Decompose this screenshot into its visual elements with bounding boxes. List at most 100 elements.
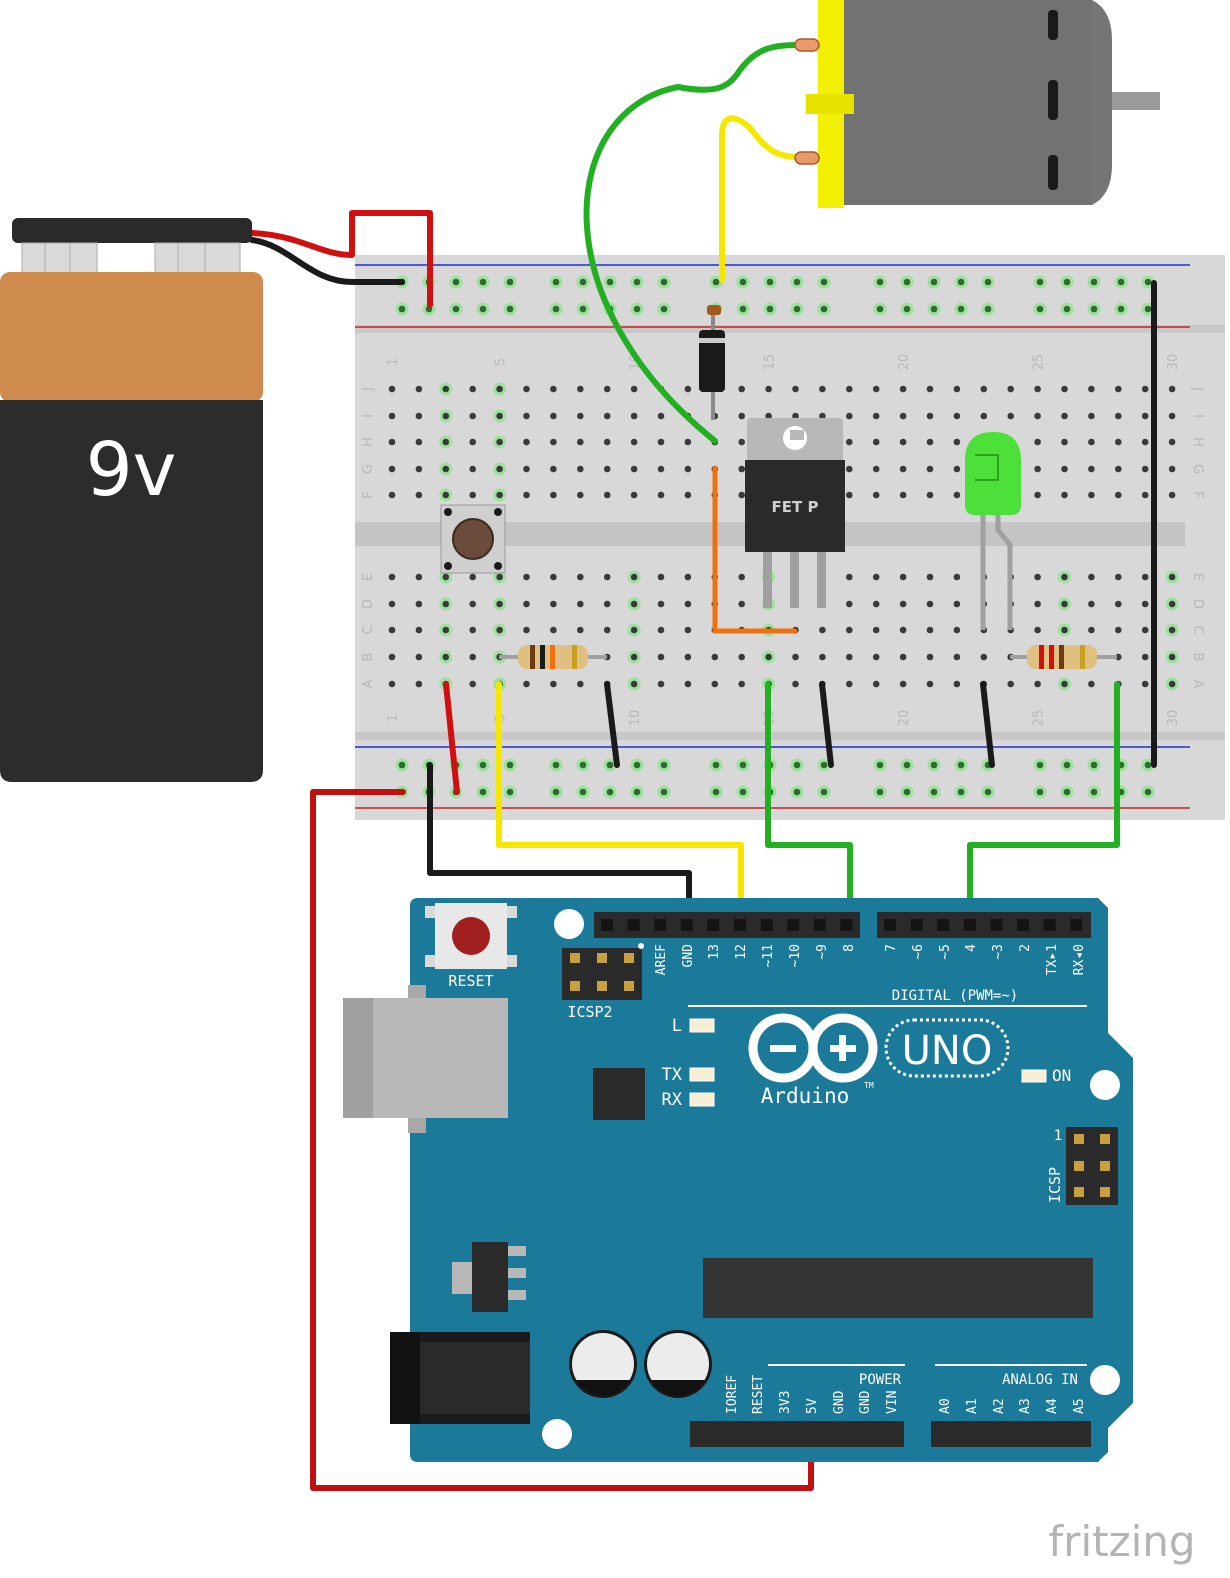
breadboard-hole: [630, 465, 638, 473]
breadboard-hole: [469, 573, 477, 581]
breadboard-hole: [1168, 412, 1176, 420]
breadboard-hole: [926, 680, 934, 688]
breadboard-hole: [872, 385, 880, 393]
breadboard-hole: [872, 600, 880, 608]
breadboard-hole: [926, 653, 934, 661]
breadboard-hole: [899, 653, 907, 661]
icsp-pin: [1100, 1134, 1110, 1144]
breadboard-hole: [603, 600, 611, 608]
led-lens: [965, 432, 1021, 515]
reset-button-cap[interactable]: [452, 917, 490, 955]
icsp-label: ICSP: [1046, 1167, 1064, 1203]
breadboard-hole: [442, 465, 450, 473]
breadboard-hole: [657, 600, 665, 608]
breadboard-hole: [899, 626, 907, 634]
breadboard-hole: [415, 491, 423, 499]
breadboard-hole: [1115, 465, 1122, 473]
arduino-logo: [748, 1013, 878, 1083]
breadboard-hole: [630, 680, 638, 688]
motor-terminal-top: [794, 38, 820, 52]
icsp-pin: [1074, 1161, 1084, 1171]
breadboard-rail-divider-bottom: [355, 732, 1225, 740]
breadboard-hole: [577, 680, 584, 688]
pin-label: ~11: [761, 944, 776, 967]
breadboard-hole: [442, 573, 450, 581]
breadboard-hole: [469, 600, 477, 608]
rail-hole: [903, 305, 911, 313]
header-pin: [680, 919, 693, 931]
breadboard-hole: [926, 600, 934, 608]
breadboard-hole: [1141, 600, 1149, 608]
pin-label: ~3: [991, 944, 1006, 960]
power-label: POWER: [859, 1372, 902, 1388]
breadboard-hole: [1034, 465, 1041, 473]
breadboard-hole: [1168, 438, 1176, 446]
led-label: RX: [662, 1090, 683, 1110]
row-letter-label: F: [361, 491, 376, 498]
analog-header: [931, 1421, 1091, 1447]
mosfet-body: [745, 460, 845, 552]
breadboard-hole: [415, 653, 423, 661]
breadboard-hole: [953, 385, 961, 393]
rail-hole: [660, 278, 668, 286]
arduino-brand: Arduino: [761, 1084, 850, 1108]
breadboard-hole: [577, 438, 584, 446]
header-pin: [734, 919, 746, 931]
rail-hole: [479, 788, 487, 796]
rail-hole: [876, 788, 884, 796]
uno-badge: [884, 1018, 1010, 1078]
breadboard-hole: [550, 465, 557, 473]
wire-black-jumper-3: [980, 681, 995, 768]
breadboard-hole: [926, 438, 934, 446]
breadboard-hole: [442, 600, 450, 608]
rail-hole: [633, 305, 641, 313]
breadboard-hole: [523, 680, 530, 688]
breadboard-hole: [899, 491, 907, 499]
row-letter-label: E: [1190, 573, 1205, 581]
rail-hole: [579, 788, 587, 796]
digital-header-right: [877, 912, 1091, 938]
breadboard-hole: [1088, 680, 1095, 688]
column-number-label: 25: [1032, 354, 1047, 371]
breadboard-hole: [1088, 385, 1095, 393]
capacitor: [569, 1330, 637, 1398]
rail-hole: [506, 305, 514, 313]
rail-hole: [579, 305, 587, 313]
breadboard-hole: [1007, 385, 1014, 393]
reset-button[interactable]: [425, 903, 517, 969]
arduino-trademark: TM: [864, 1081, 874, 1090]
breadboard-hole: [630, 412, 638, 420]
breadboard-hole: [603, 491, 611, 499]
breadboard-hole: [1141, 491, 1149, 499]
pin-label: 2: [1018, 944, 1033, 952]
breadboard-hole: [388, 573, 396, 581]
breadboard-hole: [550, 412, 557, 420]
breadboard-hole: [469, 412, 477, 420]
battery-terminal-left: [21, 242, 98, 276]
breadboard-hole: [846, 385, 853, 393]
rail-hole: [793, 305, 801, 313]
breadboard-hole: [630, 626, 638, 634]
breadboard-hole: [1115, 573, 1122, 581]
breadboard-hole: [765, 412, 772, 420]
rail-hole: [739, 305, 747, 313]
pin-label: 4: [964, 944, 979, 952]
pin-label: A2: [992, 1398, 1007, 1414]
rail-hole: [984, 305, 992, 313]
rail-hole: [660, 761, 668, 769]
row-letter-label: H: [361, 437, 376, 447]
breadboard-hole: [577, 385, 584, 393]
wire-motor-yellow: [719, 115, 800, 283]
rail-hole: [552, 278, 560, 286]
rail-hole: [606, 761, 614, 769]
breadboard-hole: [1061, 626, 1068, 634]
rail-hole: [1144, 278, 1152, 286]
rail-hole: [606, 278, 614, 286]
breadboard-hole: [711, 680, 719, 688]
wire-gate-to-pin8: [765, 681, 853, 928]
push-button: [440, 504, 506, 574]
pin-label: 7: [884, 944, 899, 952]
row-letter-label: C: [1190, 625, 1205, 634]
column-number-label: 25: [1032, 710, 1047, 727]
breadboard-hole: [1141, 680, 1149, 688]
